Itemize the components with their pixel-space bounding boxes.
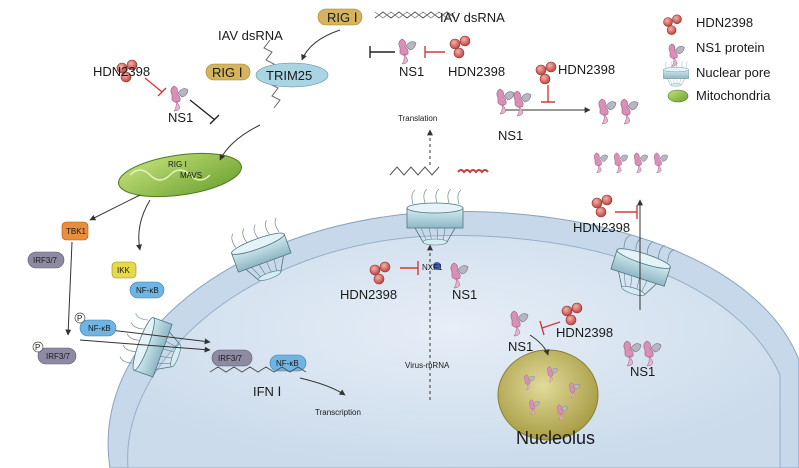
legend-ns1-label: NS1 protein (696, 40, 765, 55)
rig-i-left-pill (205, 63, 251, 81)
nucleolus-label: Nucleolus (516, 428, 595, 448)
phospho-p-irf: P (35, 343, 40, 352)
hdn-topright-label: HDN2398 (558, 62, 615, 77)
legend-mito-icon (667, 89, 689, 103)
inhibit-bar-center (400, 261, 419, 275)
inhibit-bar-left-red (144, 77, 167, 97)
mavs-label: MAVS (180, 171, 202, 180)
legend-mito-label: Mitochondria (696, 88, 771, 103)
dsrna-helix-top (374, 11, 456, 19)
nfkb-shape-p (79, 319, 117, 337)
rig-top-label: RIG Ⅰ (327, 10, 358, 25)
hdn-right-label: HDN2398 (573, 220, 630, 235)
ifn-label: IFN Ⅰ (253, 384, 281, 399)
nfkb-nuc-label: NF-κB (276, 359, 299, 368)
inhibit-bar-nucleolus (539, 320, 561, 336)
ns1-topright-label: NS1 (498, 128, 523, 143)
hdn2398-molecule-icon (591, 194, 613, 218)
legend-hdn-label: HDN2398 (696, 15, 753, 30)
ns1-center-label: NS1 (452, 287, 477, 302)
phospho-p-nfkb: P (77, 314, 82, 323)
nucleus (127, 235, 781, 468)
tbk1-label: TBK1 (66, 227, 87, 236)
ns1-protein-icon (620, 98, 639, 125)
virus-mrna-label: Virus-mRNA (405, 361, 450, 370)
rig-i-top-pill (317, 8, 363, 26)
iav-dsrna-left-label: IAV dsRNA (218, 28, 283, 43)
irf-shape-p (37, 347, 77, 365)
trim25-label: TRIM25 (266, 68, 312, 83)
inhibit-bar-left-black (189, 99, 220, 125)
nfkb-p-label: NF-κB (88, 324, 111, 333)
irf-nuc-label: IRF3/7 (218, 354, 243, 363)
hdn2398-molecule-icon (535, 61, 557, 85)
ns1-protein-icon (598, 98, 617, 125)
ns1-protein-icon (513, 90, 532, 117)
ns1-protein-icon (170, 85, 189, 112)
inhibit-bar-topright (541, 85, 555, 103)
hdn-left-label: HDN2398 (93, 64, 150, 79)
transcription-label: Transcription (315, 408, 361, 417)
nfkb-ikk-label: NF-κB (136, 286, 159, 295)
ns1-top-label: NS1 (399, 64, 424, 79)
ns1-protein-icon (398, 38, 417, 65)
iav-dsrna-top-label: IAV dsRNA (440, 10, 505, 25)
hdn-nucleolus-label: HDN2398 (556, 325, 613, 340)
translation-label: Translation (398, 114, 437, 123)
ns1-left-label: NS1 (168, 110, 193, 125)
irf-shape-top (27, 251, 65, 269)
hdn-top-label: HDN2398 (448, 64, 505, 79)
ns1-right-label: NS1 (630, 364, 655, 379)
phospho-marker-irf (32, 341, 44, 353)
ns1-nucleolus-label: NS1 (508, 339, 533, 354)
legend-pore-label: Nuclear pore (696, 65, 770, 80)
rig-left-label: RIG Ⅰ (212, 65, 243, 80)
phospho-marker-nfkb (74, 312, 86, 324)
inhibit-bar-top (424, 46, 445, 58)
tbk1-shape (61, 221, 89, 241)
nxf1-marker (433, 262, 441, 270)
legend-hdn-icon (663, 14, 682, 35)
mitochondria-body (118, 152, 242, 198)
nfkb-shape-ikk (129, 281, 165, 299)
hdn2398-molecule-icon (449, 35, 471, 59)
poly-a-tail (457, 169, 489, 174)
irf-shape-nuc (211, 349, 253, 367)
nucleolus-body (497, 349, 599, 441)
virus-mrna-helix (389, 166, 440, 176)
inhibit-bar-right (615, 205, 638, 219)
trim25-pill (255, 62, 329, 88)
ns1-chain-topright (593, 152, 669, 174)
inhibit-bar-rig (369, 46, 395, 58)
irf-top-label: IRF3/7 (33, 256, 58, 265)
irf-p-label: IRF3/7 (46, 352, 71, 361)
hdn-center-label: HDN2398 (340, 287, 397, 302)
rig-mito-label: RIG Ⅰ (168, 160, 187, 169)
nxf1-label: NXF1 (422, 263, 443, 272)
ikk-shape (111, 261, 137, 279)
ifn-dna (209, 366, 307, 373)
ikk-label: IKK (117, 266, 131, 275)
